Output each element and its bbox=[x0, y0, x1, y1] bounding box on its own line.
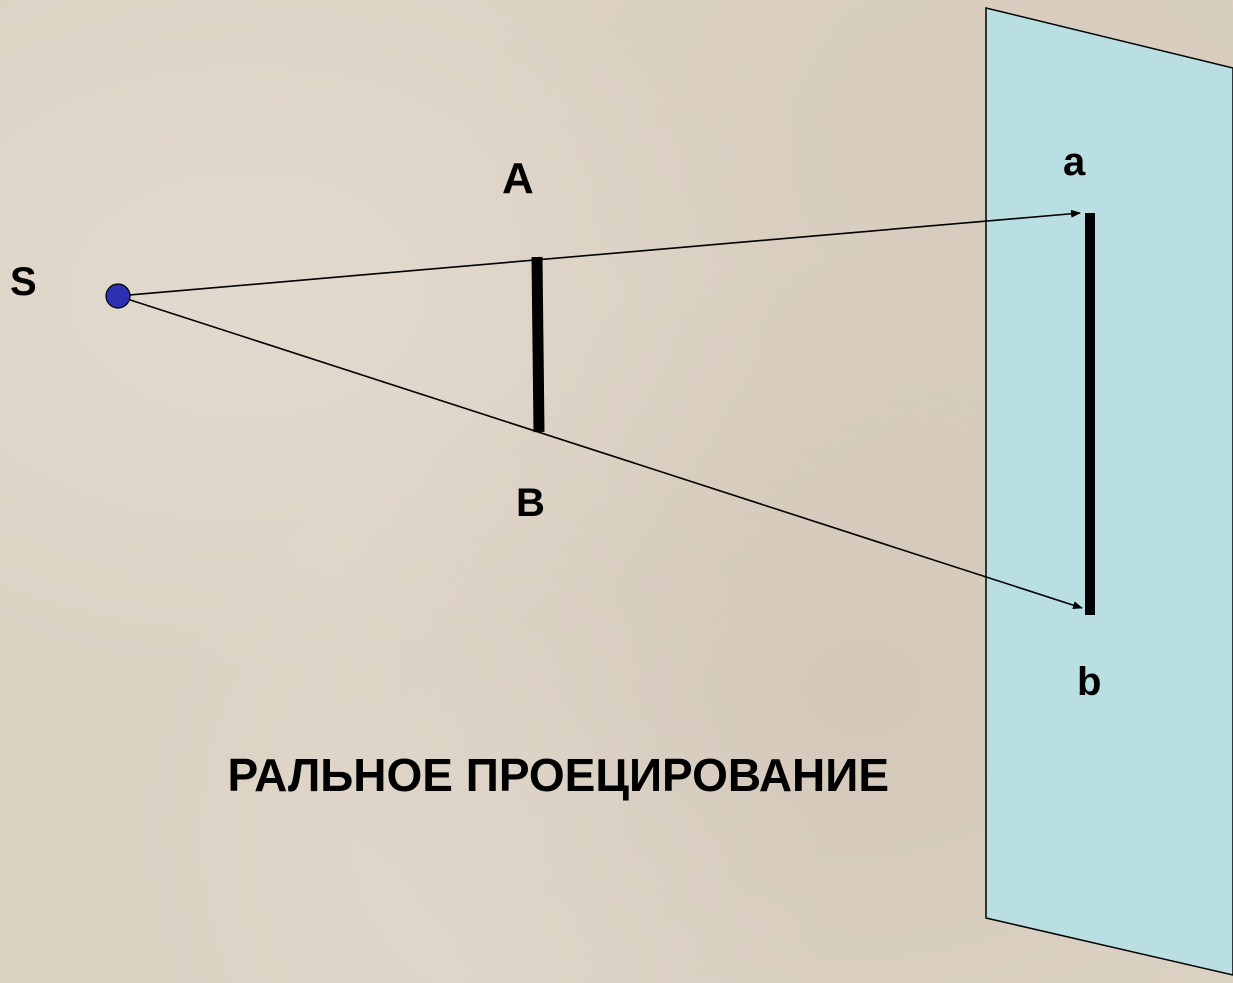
projection-plane bbox=[985, 7, 1233, 976]
label-point-a-upper: A bbox=[502, 154, 534, 203]
label-projection-a: a bbox=[1063, 140, 1086, 184]
label-point-b-upper: B bbox=[516, 481, 545, 525]
label-projection-b: b bbox=[1077, 660, 1102, 704]
label-source-s: S bbox=[10, 260, 37, 304]
projection-center-point bbox=[105, 283, 131, 309]
projecting-ray-lower bbox=[117, 295, 1083, 610]
slide-title: РАЛЬНОЕ ПРОЕЦИРОВАНИЕ bbox=[227, 749, 889, 801]
segment-AB bbox=[531, 256, 545, 433]
projecting-ray-upper bbox=[117, 209, 1081, 297]
